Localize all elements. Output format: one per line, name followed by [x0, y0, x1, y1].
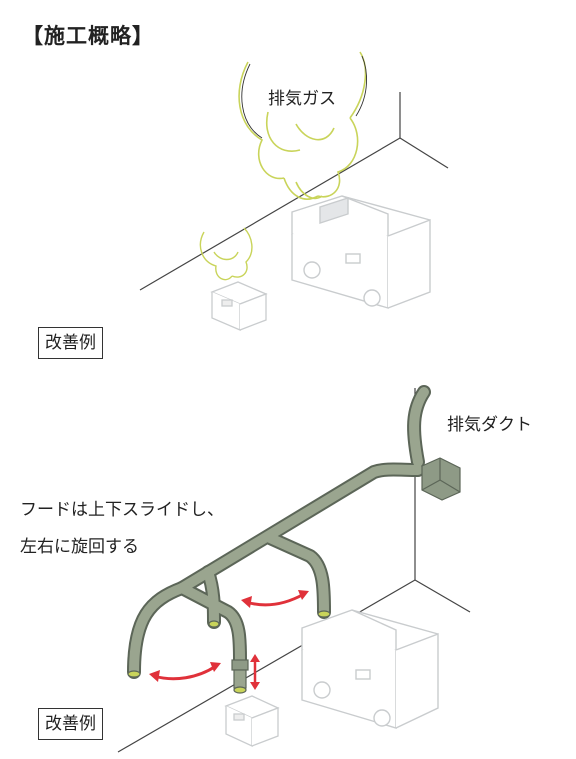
example-label-bottom: 改善例 [38, 708, 103, 740]
exhaust-smoke-large-edge [241, 55, 368, 139]
active-hood [231, 659, 249, 694]
swing-arrow-right [241, 590, 309, 608]
example-label-top: 改善例 [38, 327, 103, 359]
small-generator-bottom [224, 695, 280, 748]
small-generator [210, 281, 268, 331]
exhaust-duct-label: 排気ダクト [447, 415, 532, 435]
hood-tips [127, 610, 331, 678]
exhaust-smoke-large [238, 51, 367, 200]
swing-arrow-left [149, 662, 221, 682]
exhaust-smoke-small [199, 227, 253, 281]
slide-arrow-vertical [250, 654, 260, 690]
large-generator [291, 195, 431, 309]
section-title: 【施工概略】 [22, 24, 154, 48]
duct-wall-box [421, 457, 461, 501]
large-generator-bottom [301, 609, 439, 729]
exhaust-duct [127, 385, 431, 679]
exhaust-gas-label: 排気ガス [268, 89, 336, 109]
hood-caption-line-2: 左右に旋回する [20, 537, 139, 557]
top-room-lines [139, 92, 449, 291]
hood-caption-line-1: フードは上下スライドし、 [20, 500, 224, 520]
